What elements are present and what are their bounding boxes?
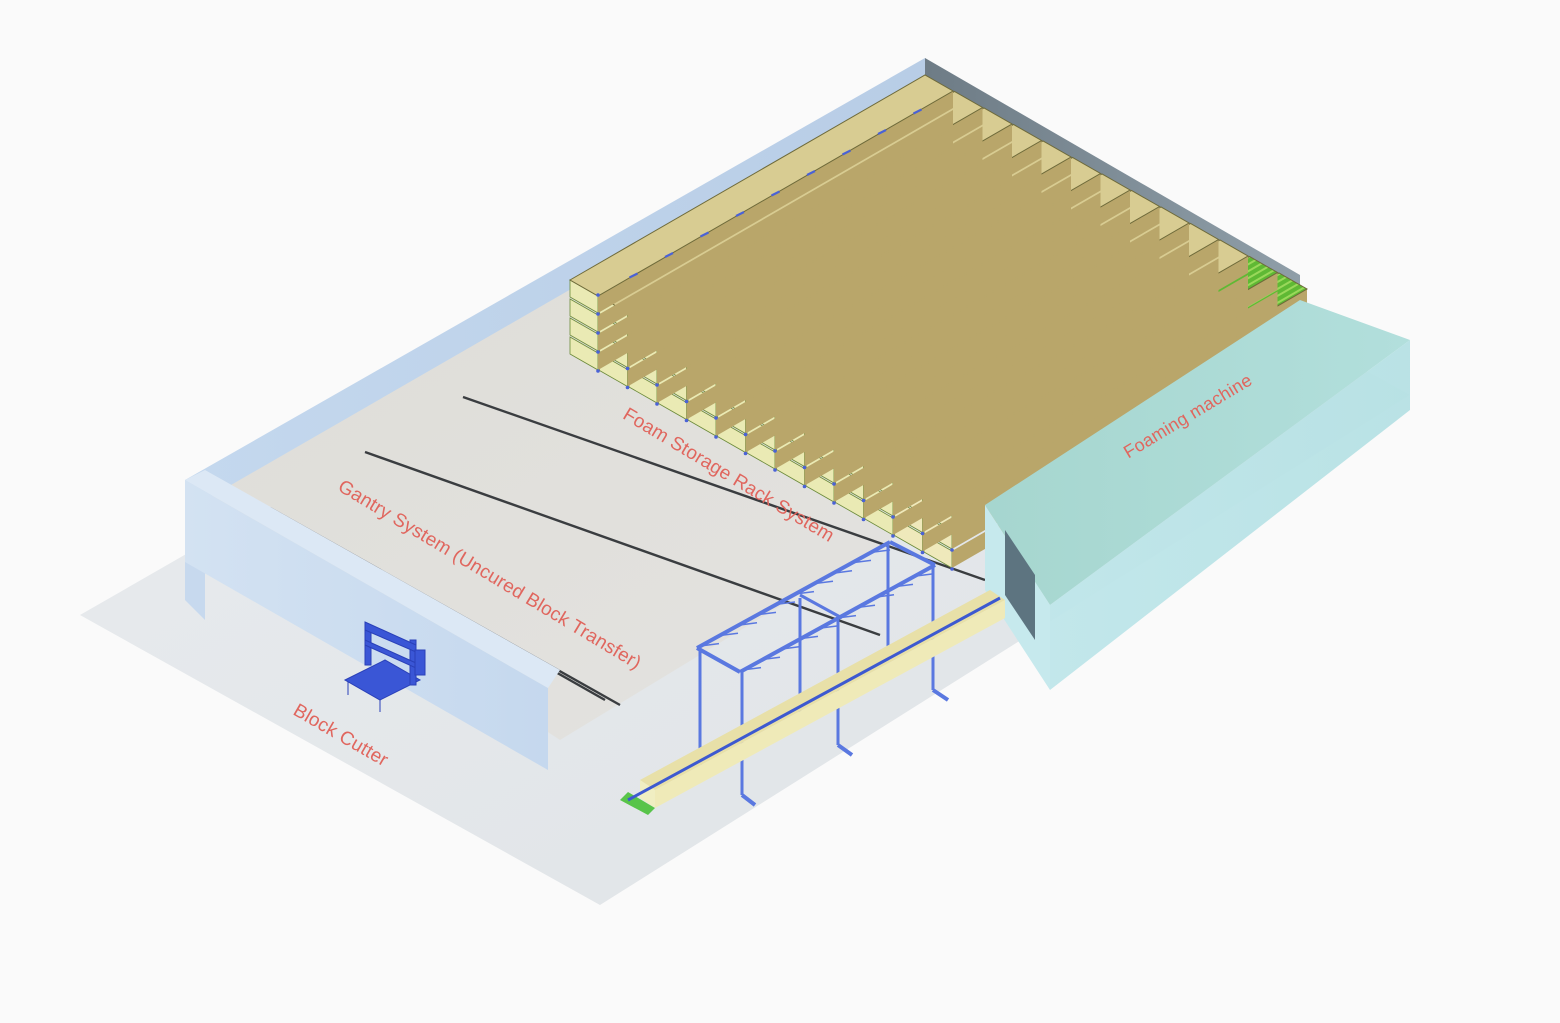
foaming-machine <box>985 300 1410 690</box>
back-left-wall <box>185 58 925 500</box>
front-wall-top <box>185 470 560 688</box>
uncured-foam-block <box>620 590 1005 815</box>
block-cutter-machine <box>343 621 426 712</box>
foam-storage-racks <box>568 74 1309 571</box>
gantry-system <box>696 540 950 807</box>
